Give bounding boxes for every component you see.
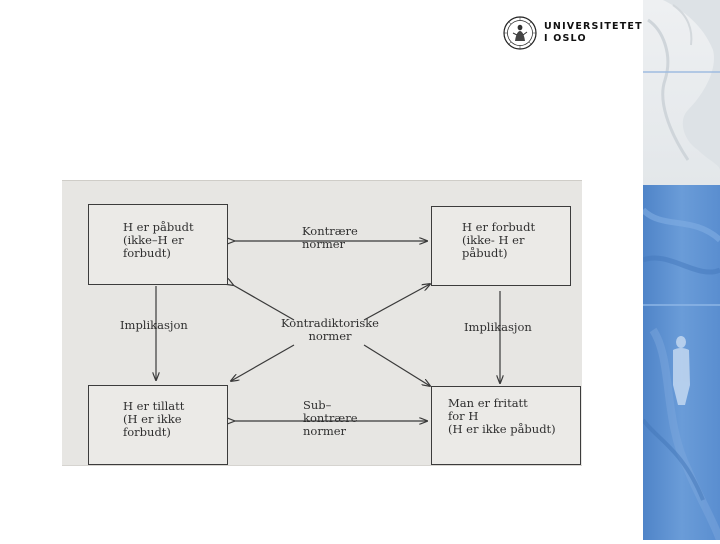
- box-permitted: H er tillatt (H er ikke forbudt): [88, 385, 228, 465]
- box-permitted-text: H er tillatt (H er ikke forbudt): [123, 400, 184, 439]
- logo-text-line2: I OSLO: [544, 33, 587, 44]
- label-subcontrary: Sub– kontrære normer: [303, 399, 358, 438]
- label-contradictory: Kontradiktoriske normer: [281, 317, 379, 343]
- box-obligatory: H er påbudt (ikke–H er forbudt): [88, 204, 228, 285]
- box-exempt-text: Man er fritatt for H (H er ikke påbudt): [448, 397, 556, 436]
- box-forbidden-text: H er forbudt (ikke- H er påbudt): [462, 221, 535, 260]
- contradictory-arrow-bottom-right: [364, 345, 430, 386]
- contradictory-arrow-top-right: [364, 284, 430, 320]
- label-implication-left: Implikasjon: [120, 319, 188, 332]
- box-exempt: Man er fritatt for H (H er ikke påbudt): [431, 386, 581, 465]
- label-implication-right: Implikasjon: [464, 321, 532, 334]
- box-forbidden: H er forbudt (ikke- H er påbudt): [431, 206, 571, 286]
- university-logo: UNIVERSITETET I OSLO: [503, 16, 643, 50]
- statue-background-image: [643, 0, 720, 540]
- label-contrary: Kontrære normer: [302, 225, 358, 251]
- university-seal-icon: [503, 16, 537, 50]
- box-obligatory-text: H er påbudt (ikke–H er forbudt): [123, 221, 194, 260]
- contradictory-arrow-bottom-left: [231, 345, 294, 381]
- contradictory-arrow-top-left: [233, 285, 294, 320]
- logo-text-line1: UNIVERSITETET: [544, 21, 643, 32]
- decorative-side-panel: [643, 0, 720, 540]
- deontic-square-figure: H er påbudt (ikke–H er forbudt) H er for…: [62, 180, 582, 466]
